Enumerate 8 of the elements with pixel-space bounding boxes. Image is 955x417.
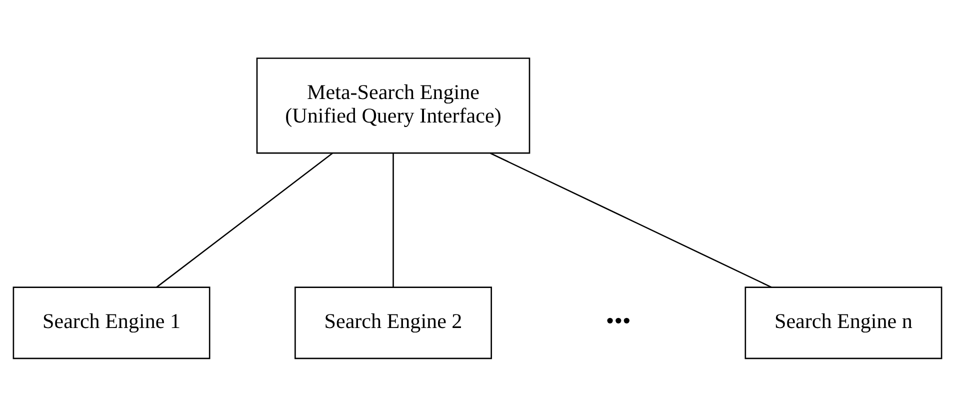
connector [392,153,394,287]
connector [156,152,333,288]
node-box: Search Engine 2 [294,286,492,359]
label: ••• [606,308,631,334]
node-box: Search Engine n [744,286,942,359]
connector [490,152,772,288]
node-box: Search Engine 1 [12,286,210,359]
node-box: Meta-Search Engine (Unified Query Interface) [256,57,530,154]
